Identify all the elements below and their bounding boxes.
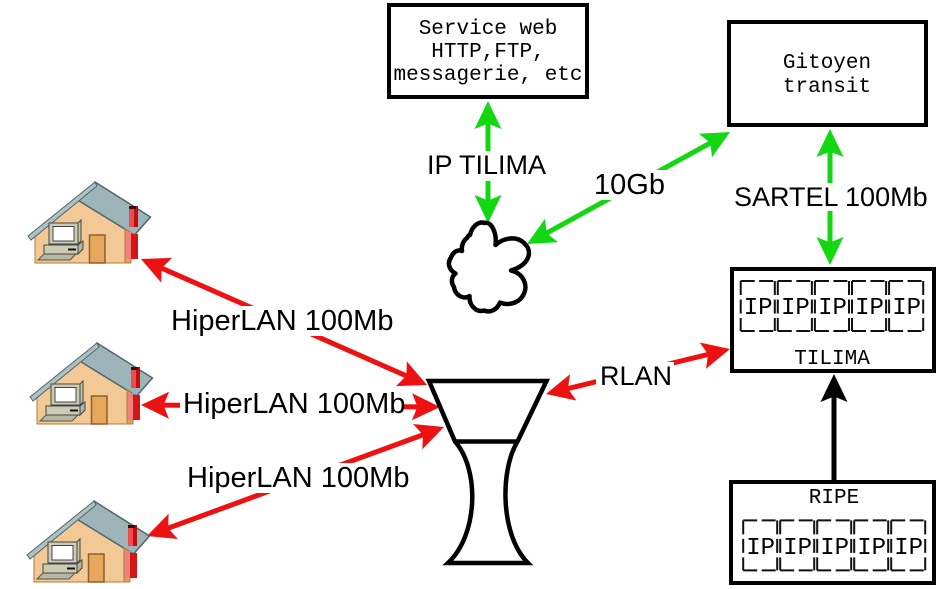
svg-text:messagerie, etc: messagerie, etc <box>393 64 582 87</box>
svg-text:transit: transit <box>783 76 871 99</box>
svg-text:IP: IP <box>894 535 923 562</box>
svg-text:TILIMA: TILIMA <box>794 348 870 371</box>
svg-text:IP: IP <box>781 295 810 322</box>
svg-text:10Gb: 10Gb <box>594 169 665 201</box>
svg-text:Gitoyen: Gitoyen <box>783 52 871 75</box>
svg-text:HiperLAN 100Mb: HiperLAN 100Mb <box>171 305 393 337</box>
svg-text:IP: IP <box>820 535 849 562</box>
svg-text:IP: IP <box>818 295 847 322</box>
svg-text:HiperLAN 100Mb: HiperLAN 100Mb <box>183 388 405 420</box>
svg-text:HTTP,FTP,: HTTP,FTP, <box>431 41 544 64</box>
svg-text:Service web: Service web <box>419 18 558 41</box>
svg-text:IP: IP <box>744 295 773 322</box>
svg-text:SARTEL 100Mb: SARTEL 100Mb <box>734 182 928 212</box>
svg-text:RIPE: RIPE <box>809 487 859 510</box>
svg-text:RLAN: RLAN <box>600 361 672 391</box>
svg-text:IP: IP <box>783 535 812 562</box>
svg-text:IP: IP <box>857 535 886 562</box>
svg-text:IP: IP <box>855 295 884 322</box>
svg-text:IP: IP <box>892 295 921 322</box>
svg-text:IP: IP <box>746 535 775 562</box>
svg-text:IP TILIMA: IP TILIMA <box>427 150 546 180</box>
svg-text:HiperLAN 100Mb: HiperLAN 100Mb <box>187 462 409 494</box>
